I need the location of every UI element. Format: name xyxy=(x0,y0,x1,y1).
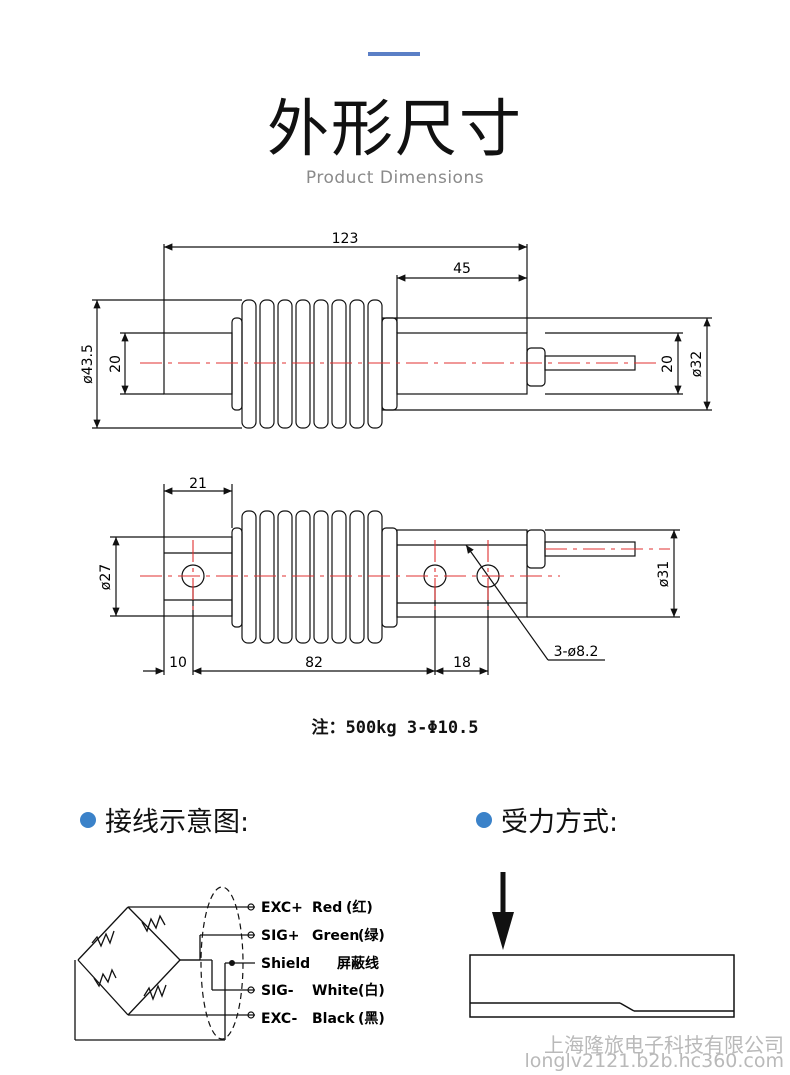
dim-right-length: 45 xyxy=(453,261,471,277)
wiring-heading: 接线示意图: xyxy=(80,800,249,839)
wire-color-exc-minus: Black xyxy=(312,1011,355,1027)
page-subtitle: Product Dimensions xyxy=(305,168,485,188)
wire-label-exc-plus: EXC+ xyxy=(261,900,303,916)
page-title: 外形尺寸 xyxy=(266,92,523,165)
dim-bottom-2: 82 xyxy=(305,655,323,671)
wire-label-shield: Shield xyxy=(261,956,310,972)
wire-cn-sig-plus: (绿) xyxy=(358,927,385,944)
dim-left-inner: 20 xyxy=(108,355,124,373)
dim-left-outer: ø43.5 xyxy=(80,344,96,384)
dim-bottom-3: 18 xyxy=(453,655,471,671)
wiring-heading-text: 接线示意图: xyxy=(105,807,250,838)
loading-heading: 受力方式: xyxy=(476,800,618,839)
loading-diagram xyxy=(469,872,735,1018)
dim-right-inner: 20 xyxy=(660,355,676,373)
accent-bar xyxy=(368,52,420,56)
side-view-drawing: 21 ø27 ø31 10 82 18 3-ø8.2 xyxy=(98,476,680,675)
dim-clevis-length: 21 xyxy=(189,476,207,492)
wire-label-exc-minus: EXC- xyxy=(261,1011,297,1027)
wire-label-sig-minus: SIG- xyxy=(261,983,294,999)
wire-cn-exc-plus: (红) xyxy=(346,899,373,916)
dim-clevis-height: ø27 xyxy=(98,564,114,590)
watermark-company: 上海隆旅电子科技有限公司 xyxy=(544,1033,784,1057)
loading-heading-text: 受力方式: xyxy=(501,807,619,838)
top-view-drawing: 123 45 ø43.5 20 20 ø32 xyxy=(80,231,712,429)
wire-color-sig-plus: Green xyxy=(312,928,359,944)
watermark-site: longlv2121.b2b.hc360.com xyxy=(524,1050,784,1072)
bullet-icon xyxy=(476,811,492,828)
wire-color-sig-minus: White xyxy=(312,983,358,999)
wire-cn-shield: 屏蔽线 xyxy=(337,955,379,972)
wire-cn-sig-minus: (白) xyxy=(358,982,385,999)
wiring-diagram: EXC+ Red (红) SIG+ Green (绿) Shield 屏蔽线 S… xyxy=(74,886,385,1041)
hole-callout: 3-ø8.2 xyxy=(554,644,599,660)
dim-bottom-1: 10 xyxy=(169,655,187,671)
dim-right-outer: ø32 xyxy=(689,351,705,377)
dim-body-height: ø31 xyxy=(656,561,672,587)
wire-color-exc-plus: Red xyxy=(312,900,342,916)
wire-cn-exc-minus: (黑) xyxy=(358,1011,385,1027)
capacity-note: 注：500kg 3-Φ10.5 xyxy=(311,718,479,738)
force-arrow-icon xyxy=(492,912,514,950)
wire-label-sig-plus: SIG+ xyxy=(261,928,300,944)
bullet-icon xyxy=(80,811,96,828)
dim-total: 123 xyxy=(332,231,359,247)
